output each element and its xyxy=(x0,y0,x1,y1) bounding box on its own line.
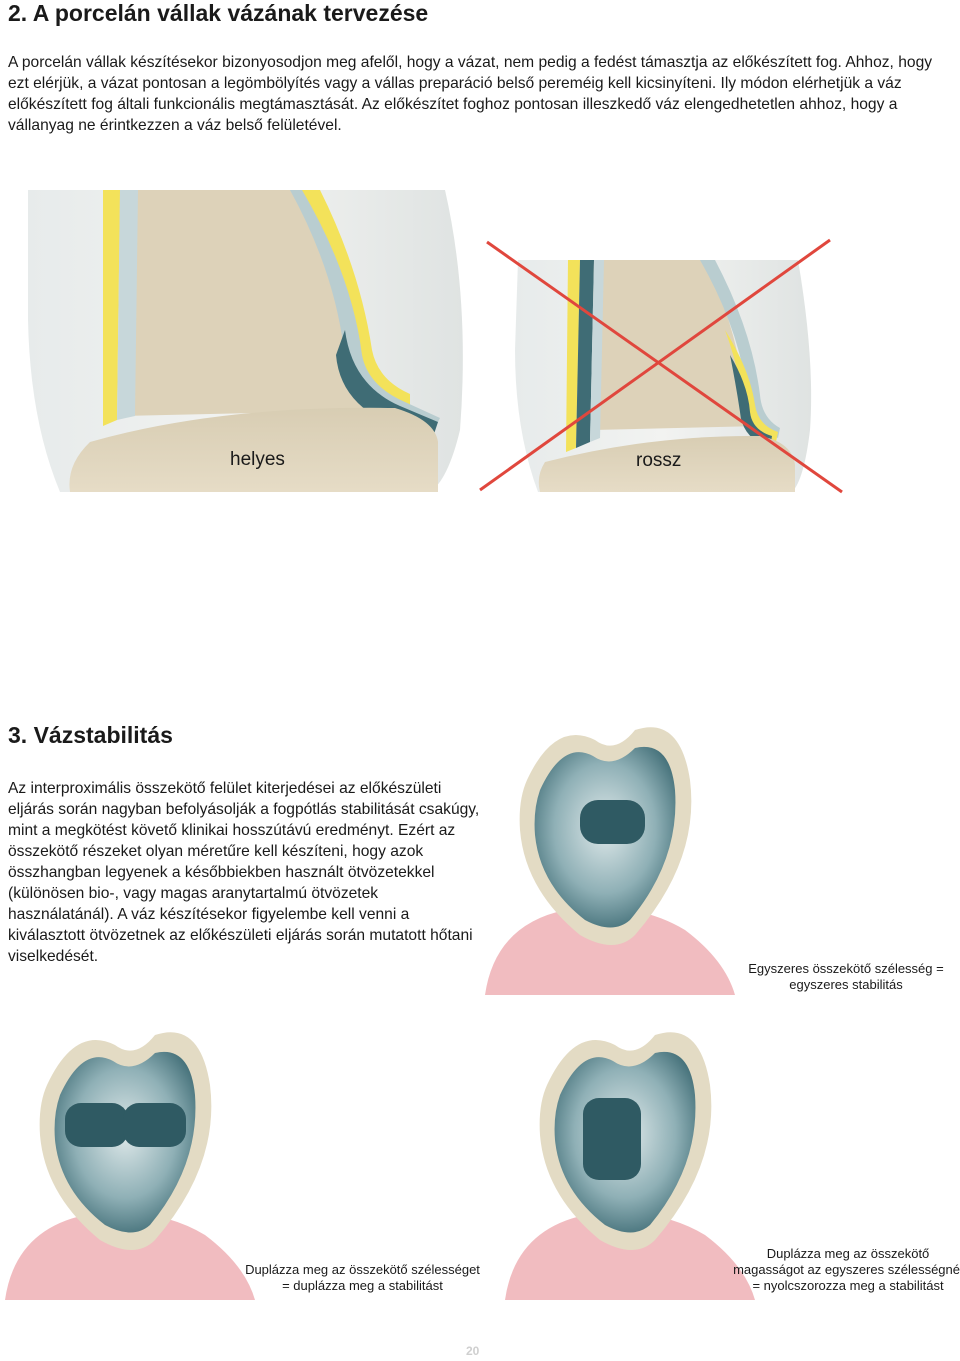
section-3-body: Az interproximális összekötő felület kit… xyxy=(8,780,480,965)
correct-shoulder-illustration xyxy=(28,190,463,492)
connector-double-height-illustration xyxy=(505,1032,755,1300)
red-cross-mark xyxy=(479,238,843,494)
section-2-body: A porcelán vállak készítésekor bizonyoso… xyxy=(8,54,933,134)
page-number: 20 xyxy=(466,1344,480,1358)
caption-single-width: Egyszeres összekötő szélesség = egyszere… xyxy=(748,961,944,992)
section-3-title: 3. Vázstabilitás xyxy=(8,722,173,748)
label-correct: helyes xyxy=(230,449,285,470)
connector-double-width-illustration xyxy=(5,1032,255,1300)
section-2-title: 2. A porcelán vállak vázának tervezése xyxy=(8,0,429,26)
shoulder-comparison-figure xyxy=(28,190,843,494)
label-wrong: rossz xyxy=(636,450,682,471)
caption-double-width: Duplázza meg az összekötő szélességet = … xyxy=(245,1262,480,1293)
connector-single-illustration xyxy=(485,727,735,995)
wrong-shoulder-illustration xyxy=(515,260,812,492)
caption-double-height: Duplázza meg az összekötő magasságot az … xyxy=(733,1246,960,1293)
